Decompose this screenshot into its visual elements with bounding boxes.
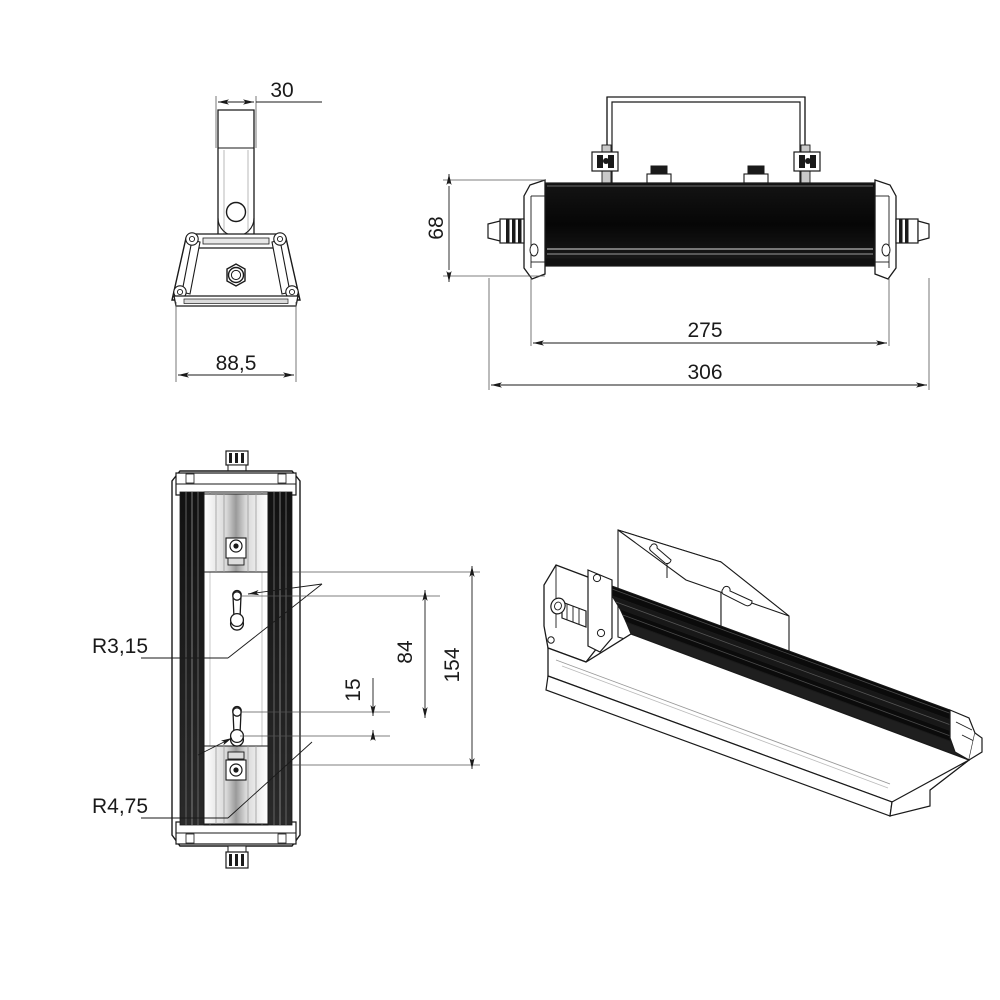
corner-screws — [173, 232, 299, 299]
pivot-bolt-right — [793, 151, 821, 172]
plan-gland-top — [225, 450, 249, 472]
iso-cable-gland — [550, 597, 587, 628]
leader-label-r3-15: R3,15 — [92, 635, 148, 658]
leader-radius-lower — [141, 737, 313, 819]
isometric-3d-view — [543, 529, 983, 817]
luminaire-side-body — [487, 179, 930, 280]
end-cap-left — [523, 179, 546, 280]
lens-face — [544, 182, 876, 267]
dimension-label-84: 84 — [394, 640, 417, 664]
dimension-label-306: 306 — [687, 361, 722, 384]
end-cap-right — [874, 179, 897, 280]
iso-luminaire-body — [543, 564, 983, 817]
dimension-label-275: 275 — [687, 319, 722, 342]
mounting-bracket — [591, 96, 821, 184]
cable-gland-left — [487, 218, 525, 244]
dimension-body-height — [443, 174, 545, 282]
leader-label-r4-75: R4,75 — [92, 795, 148, 818]
dimension-label-154: 154 — [441, 647, 464, 682]
keyhole-slot-upper — [229, 589, 245, 631]
dimension-bracket-span — [530, 278, 890, 346]
iso-keyhole-slot-front — [649, 543, 672, 565]
dimension-label-15: 15 — [342, 678, 365, 701]
dimension-overall-length — [488, 278, 930, 390]
luminaire-end-profile — [171, 232, 301, 307]
dimension-label-68: 68 — [425, 216, 448, 239]
center-gland-nut — [226, 263, 246, 287]
bracket-block-lower — [203, 745, 269, 825]
iso-keyhole-slot-rear — [721, 585, 753, 607]
pivot-bolt-left — [591, 151, 619, 172]
dimension-body-width — [175, 302, 297, 382]
cable-gland-right — [895, 218, 930, 244]
dimension-label-30: 30 — [270, 79, 293, 102]
dimension-label-88-5: 88,5 — [216, 352, 257, 375]
front-end-view: 30 — [171, 79, 322, 382]
keyhole-slot-lower — [229, 705, 245, 747]
pivot-hole — [225, 201, 247, 223]
bracket-block-upper — [203, 493, 269, 573]
side-elevation-view: 68 275 306 — [425, 96, 930, 390]
bracket-studs — [646, 165, 769, 184]
plan-top-view: R3,15 R4,75 15 84 — [92, 450, 480, 869]
plan-gland-bottom — [225, 845, 249, 869]
dimension-bracket-width — [215, 96, 322, 148]
